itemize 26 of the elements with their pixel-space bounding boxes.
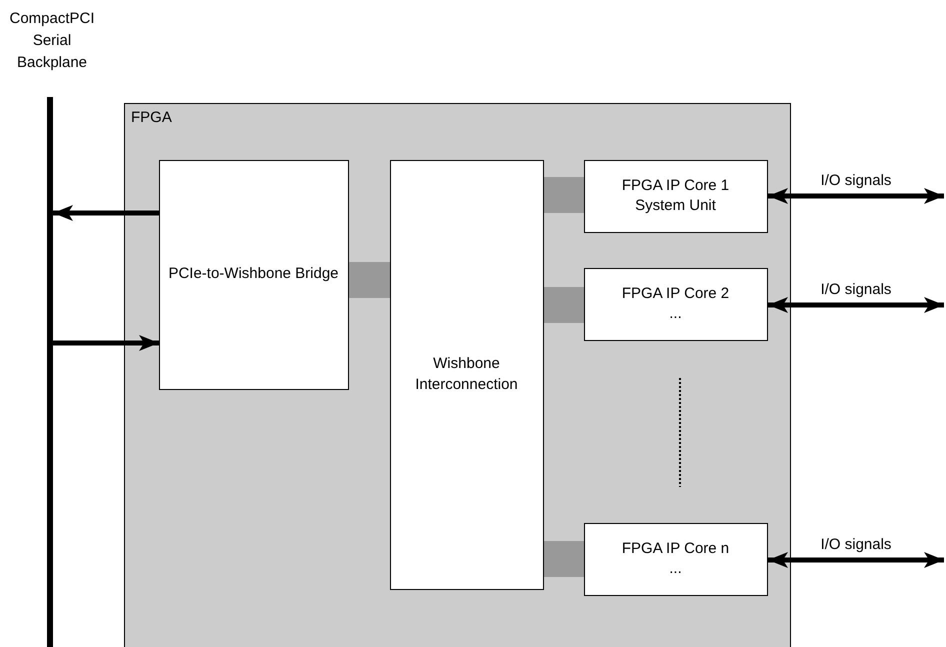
bus-connector bbox=[544, 287, 584, 323]
fpga-container bbox=[124, 103, 791, 647]
bus-connector bbox=[544, 177, 584, 213]
arrow bbox=[768, 188, 944, 204]
block-title: PCIe-to-Wishbone Bridge bbox=[168, 264, 339, 284]
bus-connector bbox=[349, 262, 390, 298]
block-box bbox=[584, 268, 768, 340]
block-title: FPGA IP Core n bbox=[622, 538, 730, 559]
block-subtitle: ... bbox=[669, 304, 682, 324]
container-title: FPGA bbox=[131, 108, 172, 128]
arrow bbox=[53, 335, 159, 351]
block-box bbox=[584, 522, 768, 596]
arrow bbox=[53, 205, 159, 221]
backplane-label: CompactPCI Serial Backplane bbox=[8, 9, 96, 72]
block-title: Wishbone Interconnection bbox=[414, 354, 519, 394]
block-box bbox=[158, 160, 348, 390]
backplane-bar bbox=[47, 97, 53, 647]
arrow bbox=[768, 552, 944, 568]
block-subtitle: ... bbox=[669, 559, 682, 579]
arrow bbox=[768, 297, 944, 313]
block-title: FPGA IP Core 2 bbox=[622, 284, 730, 304]
block-title: FPGA IP Core 1 bbox=[622, 176, 730, 196]
block-box bbox=[390, 160, 544, 590]
bus-connector bbox=[544, 541, 584, 577]
block-box bbox=[584, 160, 768, 232]
block-subtitle: System Unit bbox=[635, 196, 716, 216]
